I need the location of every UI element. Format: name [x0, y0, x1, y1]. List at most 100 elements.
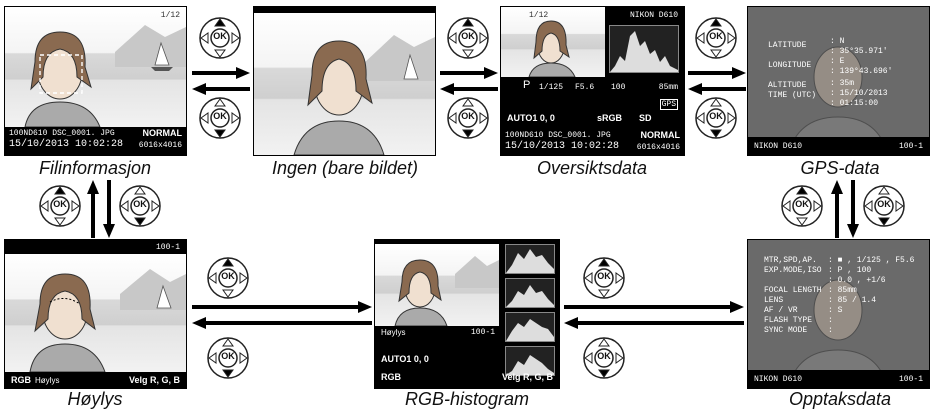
sync-mode-value: :	[828, 326, 833, 335]
latitude-value: : 35°35.971'	[830, 47, 888, 56]
panel-file-info: 1/12 100ND610 DSC_0001. JPG NORMAL 15/10…	[4, 6, 187, 156]
quality: NORMAL	[640, 130, 681, 140]
frame-number: 100-1	[898, 142, 923, 151]
panel-highlights: 100-1 RGB Høylys Velg R, G, B	[4, 239, 187, 389]
time-value: : 01:15:00	[830, 99, 879, 108]
multi-selector-icon: OK	[694, 16, 738, 60]
counter: 1/12	[160, 11, 180, 20]
panel-shooting-data: MTR,SPD,AP. : ■ , 1/125 , F5.6 EXP.MODE,…	[747, 239, 930, 389]
folder-line: 100ND610 DSC_0001. JPG	[505, 131, 611, 140]
metering-label: MTR,SPD,AP.	[764, 256, 817, 265]
altitude-label: ALTITUDE	[768, 81, 807, 90]
multi-selector-icon: OK	[198, 16, 242, 60]
ok-label: OK	[795, 199, 809, 209]
portrait-illustration	[528, 20, 576, 77]
longitude-label: LONGITUDE	[768, 61, 812, 70]
portrait-photo	[5, 7, 186, 127]
ok-label: OK	[213, 31, 227, 41]
ok-label: OK	[53, 199, 67, 209]
select-channel-label: Velg R, G, B	[128, 375, 180, 385]
multi-selector-icon: OK	[780, 184, 824, 228]
size: 6016x4016	[138, 141, 182, 150]
caption-highlights: Høylys	[67, 389, 123, 409]
portrait-illustration	[293, 35, 435, 155]
portrait-photo	[5, 254, 186, 372]
ok-label: OK	[877, 199, 891, 209]
arrow-up-right	[831, 180, 843, 238]
time-date: : 15/10/2013	[830, 89, 888, 98]
ok-label: OK	[213, 111, 227, 121]
multi-selector-icon: OK	[446, 96, 490, 140]
flash-type-label: FLASH TYPE	[764, 316, 813, 325]
picture-control: SD	[639, 113, 652, 123]
caption-shooting: Opptaksdata	[788, 389, 892, 409]
arrow-left-3	[688, 83, 746, 95]
ok-label: OK	[597, 271, 611, 281]
histogram-red	[505, 278, 555, 308]
histogram-green	[505, 312, 555, 342]
multi-selector-icon: OK	[582, 256, 626, 300]
ok-label: OK	[221, 271, 235, 281]
histogram	[609, 25, 679, 73]
caption-none: Ingen (bare bildet)	[271, 158, 419, 178]
quality: NORMAL	[142, 128, 183, 138]
arrow-down-left	[103, 180, 115, 238]
arrow-right-5	[564, 301, 744, 313]
portrait-illustration	[394, 256, 499, 326]
caption-gps: GPS-data	[800, 158, 880, 178]
multi-selector-icon: OK	[206, 256, 250, 300]
portrait-photo	[375, 244, 499, 326]
panel-none	[253, 6, 436, 156]
ok-label: OK	[709, 111, 723, 121]
multi-selector-icon: OK	[446, 16, 490, 60]
arrow-up-left	[87, 180, 99, 238]
latitude-label: LATITUDE	[768, 41, 807, 50]
white-balance: AUTO1 0, 0	[507, 113, 555, 123]
metering-value: : ■ , 1/125 , F5.6	[828, 256, 915, 265]
mode-label: Høylys	[381, 328, 406, 337]
frame-number: 100-1	[471, 328, 496, 337]
frame-number: 100-1	[155, 243, 180, 252]
select-channel-label: Velg R, G, B	[501, 372, 553, 382]
multi-selector-icon: OK	[38, 184, 82, 228]
caption-rgb: RGB-histogram	[404, 389, 530, 409]
multi-selector-icon: OK	[118, 184, 162, 228]
ok-label: OK	[133, 199, 147, 209]
histogram-blue	[505, 346, 555, 376]
sync-mode-label: SYNC MODE	[764, 326, 808, 335]
arrow-down-right	[847, 180, 859, 238]
af-vr-value: : S	[828, 306, 843, 315]
arrow-left-5	[564, 317, 744, 329]
portrait-illustration	[29, 269, 186, 372]
ok-label: OK	[461, 111, 475, 121]
ok-label: OK	[461, 31, 475, 41]
multi-selector-icon: OK	[198, 96, 242, 140]
lens-value: : 85 / 1.4	[828, 296, 877, 305]
size: 6016x4016	[636, 143, 680, 152]
ok-label: OK	[221, 351, 235, 361]
arrow-right-1	[192, 67, 250, 79]
rgb-label: RGB	[381, 372, 401, 382]
counter: 1/12	[529, 11, 549, 20]
portrait-photo	[254, 13, 435, 155]
status-bar	[748, 137, 929, 155]
af-vr-label: AF / VR	[764, 306, 798, 315]
date: 15/10/2013 10:02:28	[505, 141, 620, 152]
aperture: F5.6	[575, 83, 595, 92]
focal-length-label: FOCAL LENGTH	[764, 286, 822, 295]
latitude-dir: : N	[830, 37, 845, 46]
lens-label: LENS	[764, 296, 784, 305]
panel-gps: LATITUDE : N : 35°35.971' LONGITUDE : E …	[747, 6, 930, 156]
altitude-value: : 35m	[830, 79, 855, 88]
multi-selector-icon: OK	[206, 336, 250, 380]
status-bar	[748, 370, 929, 388]
portrait-photo	[501, 7, 605, 77]
shutter: 1/125	[539, 83, 564, 92]
caption-overview: Oversiktsdata	[536, 158, 648, 178]
arrow-right-4	[192, 301, 372, 313]
panel-rgb-histogram: Høylys 100-1 AUTO1 0, 0 RGB Velg R, G, B	[374, 239, 560, 389]
longitude-dir: : E	[830, 57, 845, 66]
portrait-illustration	[24, 25, 186, 127]
arrow-right-3	[688, 67, 746, 79]
color-space: sRGB	[597, 113, 623, 123]
